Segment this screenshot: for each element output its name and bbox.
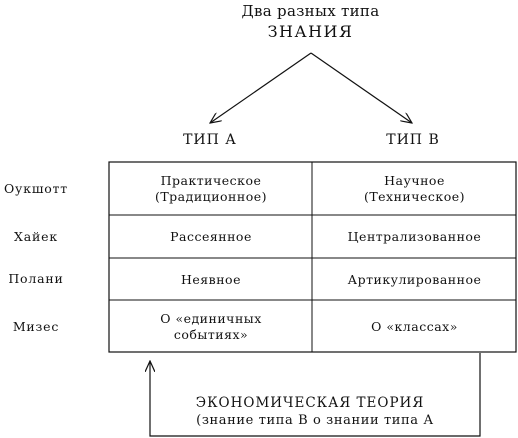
cell-mises-type-a: О «единичных событиях» [160,310,262,342]
arrow-to-type-a [210,52,312,123]
cell-oakeshott-type-b: Научное (Техническое) [363,173,466,204]
cell-mises-type-b: О «классах» [371,318,458,334]
feedback-arrow [150,353,481,437]
title-line-2: ЗНАНИЯ [267,22,354,41]
row-label-polanyi: Полани [8,271,64,286]
row-label-oakeshott: Оукшотт [4,181,68,196]
arrow-to-type-b [310,52,412,123]
row-label-hayek: Хайек [14,229,58,244]
cell-oakeshott-type-a: Практическое (Традиционное) [154,173,268,204]
cell-polanyi-type-b: Артикулированное [347,271,482,287]
type-b-label: ТИП В [386,132,440,148]
type-a-label: ТИП А [183,132,237,148]
cell-polanyi-type-a: Неявное [181,271,241,287]
cell-hayek-type-b: Централизованное [347,229,482,244]
economic-theory-subtitle: (знание типа В о знании типа А [196,413,434,428]
cell-hayek-type-a: Рассеянное [170,229,252,244]
title-line-1: Два разных типа [241,2,380,20]
row-label-mises: Мизес [12,319,60,334]
economic-theory-title: ЭКОНОМИЧЕСКАЯ ТЕОРИЯ [195,395,425,411]
